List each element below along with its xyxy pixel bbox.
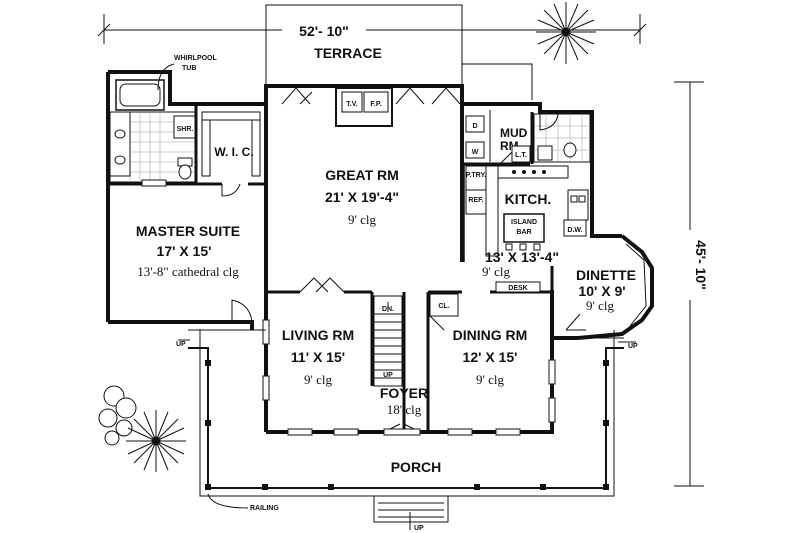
stair-up-label: UP — [383, 372, 393, 379]
shrub-left-icon — [98, 385, 137, 446]
washer-label: W — [472, 149, 479, 156]
master-suite-ceiling: 13'-8" cathedral clg — [137, 264, 239, 279]
porch: PORCH UP UP UP RAILING — [176, 329, 638, 532]
mud-room: D W MUD RM L.T. — [462, 110, 591, 166]
great-room-rear-wall: T.V. F.P. — [281, 84, 461, 127]
wic-label: W. I. C. — [214, 145, 253, 159]
foyer-name: FOYER — [380, 385, 428, 401]
refrigerator-label: REF. — [468, 197, 483, 204]
kitchen-name: KITCH. — [505, 191, 552, 207]
dinette-ceiling: 9' clg — [586, 298, 614, 313]
living-room: LIVING RM 11' X 15' 9' clg — [282, 327, 354, 387]
kitchen-size: 13' X 13'-4" — [485, 249, 559, 265]
dining-room-ceiling: 9' clg — [476, 372, 504, 387]
dinette-size: 10' X 9' — [578, 283, 625, 299]
tree-bottom-left-icon — [126, 410, 186, 472]
kitchen: P.TRY. REF. KITCH. D.W. ISLAND BAR 13' X… — [463, 164, 589, 279]
interior-walls: DESK CL. — [266, 266, 554, 432]
width-label: 52'- 10" — [299, 23, 349, 39]
living-room-name: LIVING RM — [282, 327, 354, 343]
dinette: DINETTE 10' X 9' 9' clg — [565, 234, 654, 340]
right-step-up-label: UP — [628, 343, 638, 350]
staircase: DN. UP — [373, 295, 403, 387]
dishwasher-label: D.W. — [567, 227, 582, 234]
great-room-name: GREAT RM — [325, 167, 399, 183]
dryer-label: D — [472, 123, 477, 130]
island-label-2: BAR — [516, 229, 531, 236]
island-label-1: ISLAND — [511, 219, 537, 226]
master-bath: SHR. WHIRLPOOL TUB — [108, 55, 217, 187]
great-room-size: 21' X 19'-4" — [325, 189, 399, 205]
dinette-name: DINETTE — [576, 267, 636, 283]
fireplace-label: F.P. — [370, 101, 381, 108]
depth-label: 45'- 10" — [693, 240, 709, 290]
tree-top-right-icon — [536, 2, 596, 64]
master-suite-name: MASTER SUITE — [136, 223, 240, 239]
closet-label: CL. — [438, 303, 449, 310]
laundry-tub-label: L.T. — [515, 152, 527, 159]
living-room-size: 11' X 15' — [291, 349, 345, 365]
depth-dimension: 45'- 10" — [674, 81, 709, 487]
tv-label: T.V. — [346, 101, 357, 108]
walk-in-closet: W. I. C. — [196, 111, 266, 197]
foyer-ceiling: 18' clg — [387, 402, 422, 417]
whirlpool-label-1: WHIRLPOOL — [174, 55, 217, 62]
dining-room: DINING RM 12' X 15' 9' clg — [453, 327, 528, 387]
mud-room-label-1: MUD — [500, 126, 528, 140]
front-windows — [262, 319, 556, 436]
living-room-ceiling: 9' clg — [304, 372, 332, 387]
stair-down-label: DN. — [382, 306, 394, 313]
master-suite: MASTER SUITE 17' X 15' 13'-8" cathedral … — [136, 223, 253, 323]
dining-room-size: 12' X 15' — [463, 349, 518, 365]
desk-label: DESK — [508, 285, 527, 292]
left-step-up-label: UP — [176, 341, 186, 348]
width-dimension: 52'- 10" — [97, 14, 647, 44]
pantry-label: P.TRY. — [466, 172, 487, 179]
kitchen-ceiling: 9' clg — [482, 264, 510, 279]
front-step-up-label: UP — [414, 525, 424, 532]
dining-room-name: DINING RM — [453, 327, 528, 343]
terrace-label: TERRACE — [314, 45, 382, 61]
railing-label: RAILING — [250, 505, 279, 512]
great-room-ceiling: 9' clg — [348, 212, 376, 227]
great-room: GREAT RM 21' X 19'-4" 9' clg — [325, 167, 399, 227]
shower-label: SHR. — [177, 126, 194, 133]
porch-label: PORCH — [391, 459, 442, 475]
master-suite-size: 17' X 15' — [157, 243, 212, 259]
foyer: FOYER 18' clg — [380, 385, 428, 436]
terrace: TERRACE — [265, 4, 533, 100]
whirlpool-label-2: TUB — [182, 65, 196, 72]
